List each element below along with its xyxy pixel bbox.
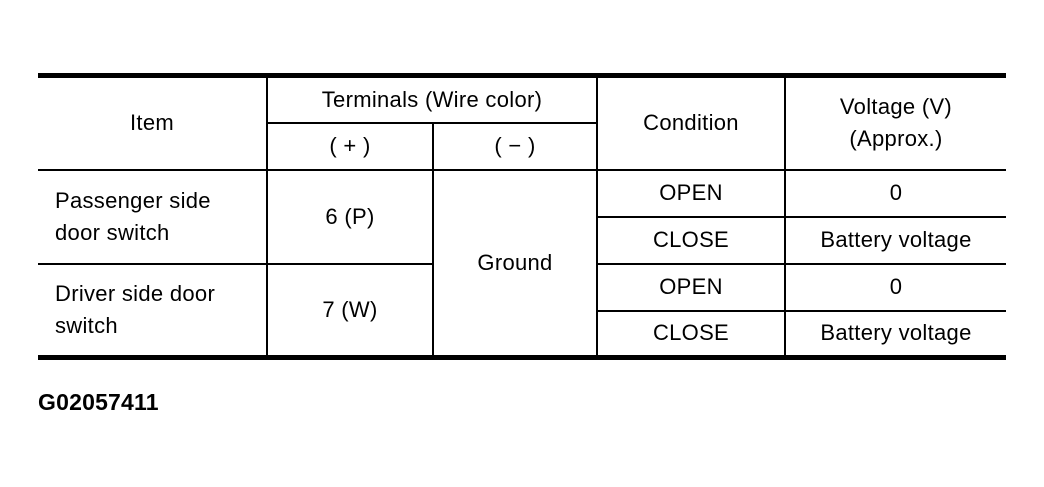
cell-voltage-driver-open: 0 xyxy=(784,262,1006,312)
table-row: CLOSE Battery voltage xyxy=(38,309,1006,359)
cell-voltage-driver-close: Battery voltage xyxy=(784,309,1006,359)
cell-condition-passenger-close: CLOSE xyxy=(596,215,786,265)
cell-voltage-passenger-close: Battery voltage xyxy=(784,215,1006,265)
cell-terminal-plus-passenger: 6 (P) xyxy=(266,168,434,265)
cell-condition-passenger-open: OPEN xyxy=(596,168,786,218)
cell-condition-driver-open: OPEN xyxy=(596,262,786,312)
table-row: CLOSE Battery voltage xyxy=(38,215,1006,265)
cell-item-passenger-side-door-switch: Passenger side door switch xyxy=(38,168,268,265)
cell-item-driver-side-door-switch: Driver side door switch xyxy=(38,262,268,359)
header-terminal-minus: ( − ) xyxy=(432,121,598,171)
cell-terminal-minus-ground: Ground xyxy=(432,168,598,359)
door-switch-voltage-table: Item Terminals (Wire color) Condition Vo… xyxy=(38,73,1006,360)
table-row: Passenger side door switch 6 (P) Ground … xyxy=(38,168,1006,359)
header-terminal-plus: ( + ) xyxy=(266,121,434,171)
header-terminals-group: Terminals (Wire color) xyxy=(266,74,598,124)
cell-condition-driver-close: CLOSE xyxy=(596,309,786,359)
table-row: Driver side door switch 7 (W) OPEN 0 xyxy=(38,262,1006,359)
header-condition: Condition xyxy=(596,74,786,171)
figure-id: G02057411 xyxy=(38,389,159,415)
header-row-2: ( + ) ( − ) xyxy=(38,121,1006,171)
header-row-1: Item Terminals (Wire color) Condition Vo… xyxy=(38,74,1006,171)
header-item: Item xyxy=(38,74,268,171)
cell-voltage-passenger-open: 0 xyxy=(784,168,1006,218)
header-voltage: Voltage (V) (Approx.) xyxy=(784,74,1006,171)
cell-terminal-plus-driver: 7 (W) xyxy=(266,262,434,359)
